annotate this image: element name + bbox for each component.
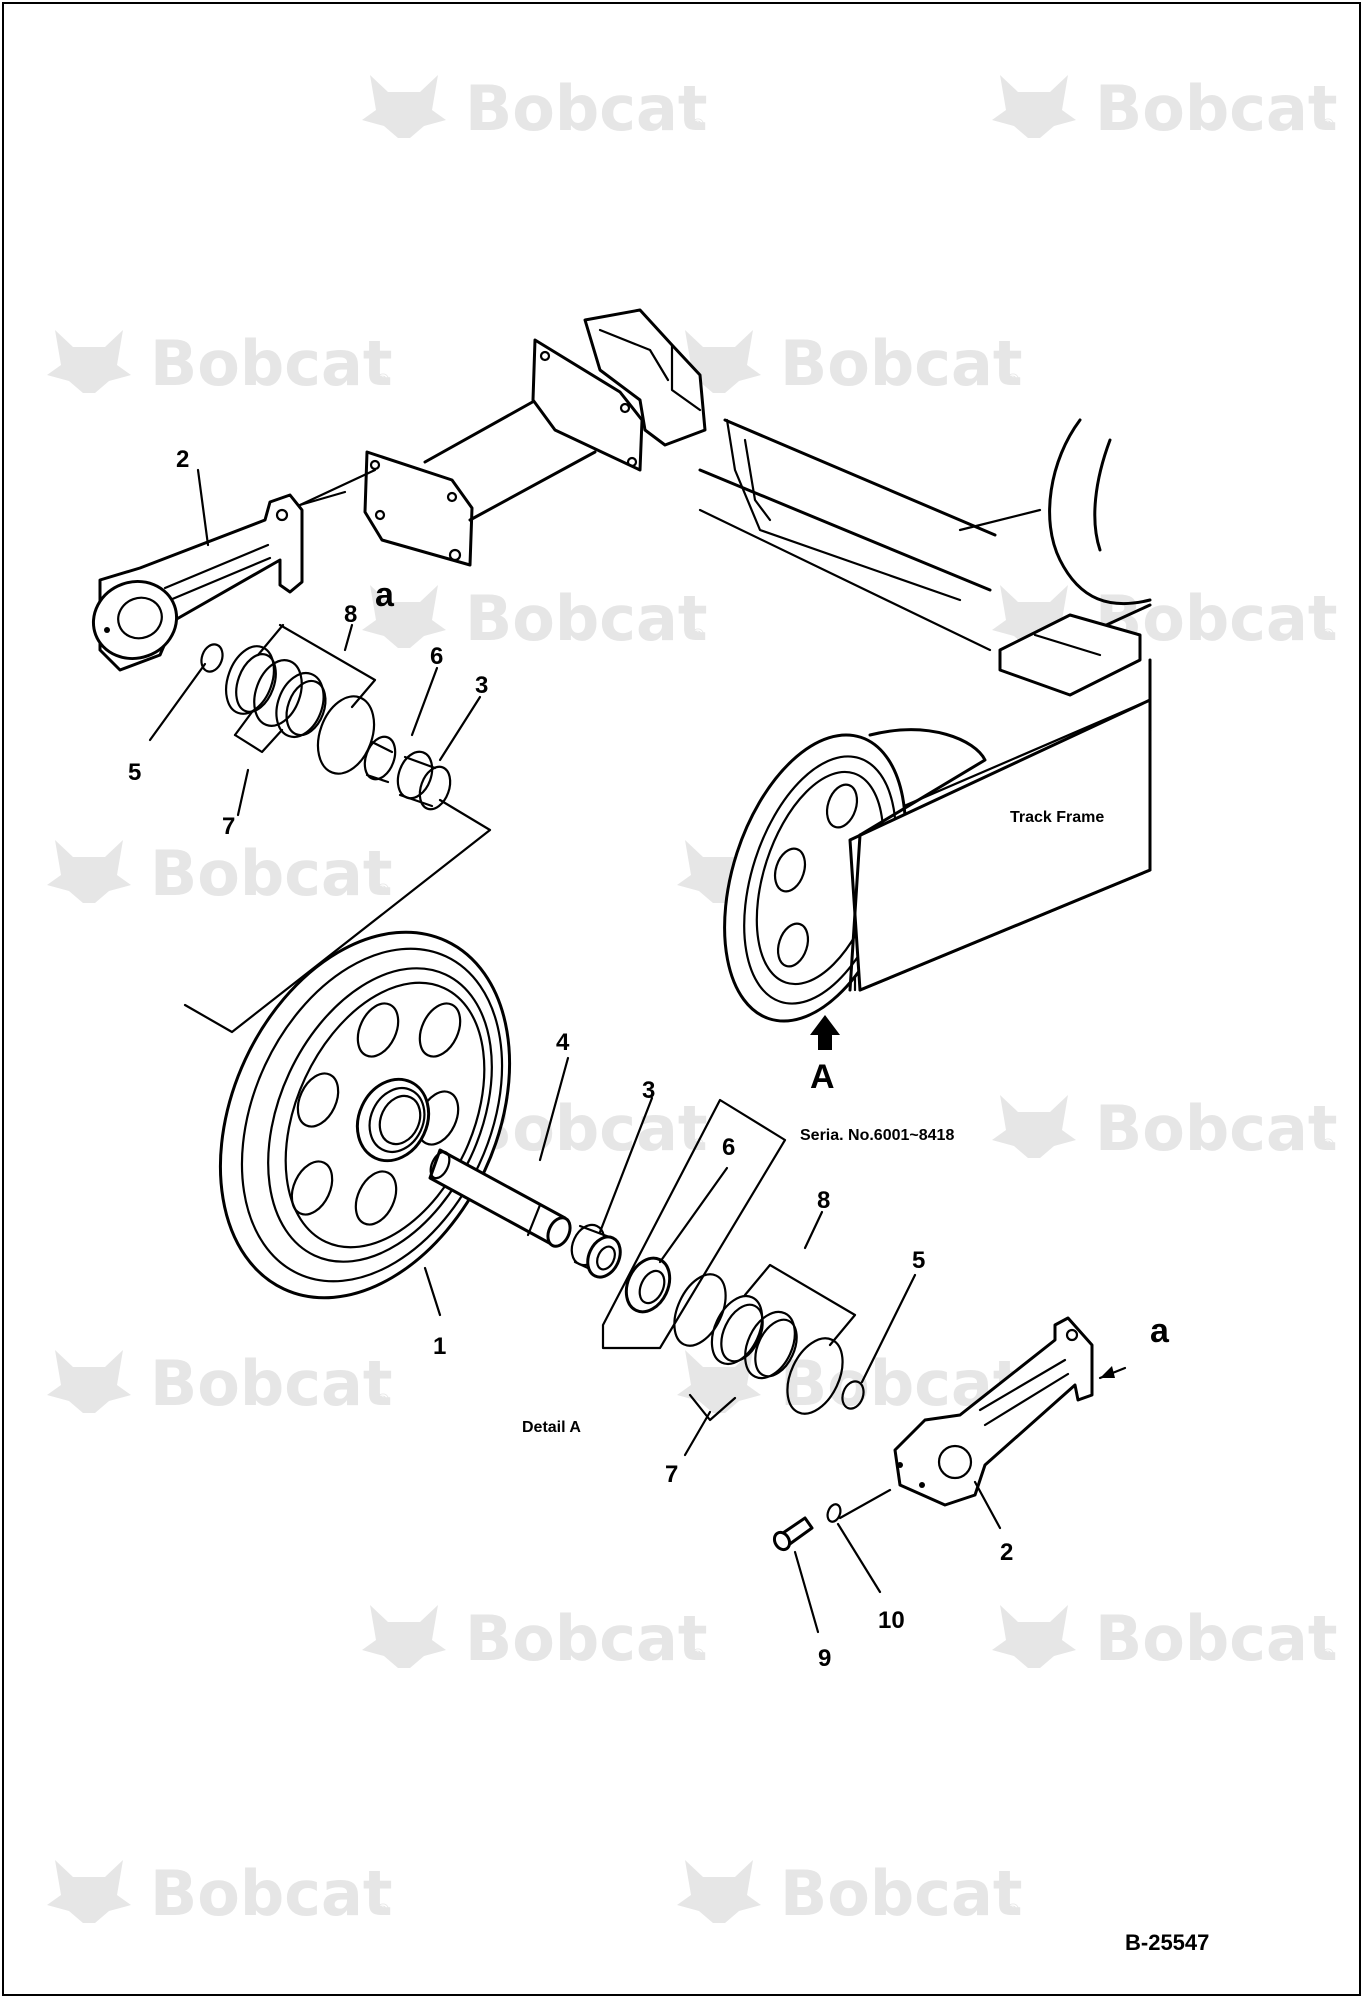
callout-detail-6: 6 xyxy=(722,1134,735,1161)
recoil-cylinder-drawing xyxy=(298,308,707,567)
callout-detail-5: 5 xyxy=(912,1247,925,1274)
track-frame-drawing xyxy=(698,418,1152,1023)
callout-detail-arrow-a: a xyxy=(1150,1312,1170,1350)
top-yoke-drawing xyxy=(91,490,492,1034)
bobcat-logo-icon xyxy=(47,840,131,903)
callout-detail-10: 10 xyxy=(878,1607,905,1634)
callout-top-3: 3 xyxy=(475,672,488,699)
callout-detail-7: 7 xyxy=(665,1461,678,1488)
bobcat-watermark-text: Bobcat xyxy=(780,1857,1022,1930)
detail-a-note: Detail A xyxy=(522,1419,581,1436)
bobcat-watermark-reg: ® xyxy=(375,1390,391,1409)
bobcat-logo-icon xyxy=(47,1860,131,1923)
bobcat-watermark-logo: Bobcat® xyxy=(992,1092,1337,1165)
bobcat-watermark-reg: ® xyxy=(1320,625,1336,644)
detail-a-drawing xyxy=(218,930,1127,1552)
callout-detail-9: 9 xyxy=(818,1645,831,1672)
callout-top-7: 7 xyxy=(222,813,235,840)
bobcat-watermark-text: Bobcat xyxy=(150,327,392,400)
bobcat-watermark-logo: Bobcat® xyxy=(677,327,1022,400)
bobcat-watermark-text: Bobcat xyxy=(780,327,1022,400)
callout-top-8: 8 xyxy=(344,601,357,628)
callout-detail-2: 2 xyxy=(1000,1539,1013,1566)
callout-detail-8: 8 xyxy=(817,1187,830,1214)
bobcat-watermark-logo: Bobcat® xyxy=(677,1857,1022,1930)
callout-detail-4: 4 xyxy=(556,1029,570,1056)
bobcat-watermark-reg: ® xyxy=(1320,1135,1336,1154)
callout-top-2: 2 xyxy=(176,446,189,473)
bobcat-watermark-logo: Bobcat® xyxy=(47,1347,392,1420)
bobcat-watermark-text: Bobcat xyxy=(150,1857,392,1930)
bobcat-logo-icon xyxy=(47,1350,131,1413)
view-arrow-label: A xyxy=(810,1058,835,1096)
bobcat-watermark-reg: ® xyxy=(690,1645,706,1664)
bobcat-logo-icon xyxy=(362,1605,446,1668)
track-frame-note: Track Frame xyxy=(1010,809,1104,826)
bobcat-watermark-reg: ® xyxy=(1005,370,1021,389)
bobcat-watermark-logo: Bobcat® xyxy=(362,582,707,655)
bobcat-logo-icon xyxy=(362,585,446,648)
document-id: B-25547 xyxy=(1125,1930,1209,1955)
bobcat-watermark-text: Bobcat xyxy=(1095,72,1337,145)
bobcat-watermark-reg: ® xyxy=(375,880,391,899)
callout-labels: 2 8 6 3 5 7 a 4 3 6 8 5 1 7 2 10 9 a A xyxy=(128,446,1170,1672)
bobcat-watermark-reg: ® xyxy=(690,625,706,644)
callout-detail-3: 3 xyxy=(642,1077,655,1104)
bobcat-watermark-reg: ® xyxy=(690,115,706,134)
bobcat-watermark-logo: Bobcat® xyxy=(362,1602,707,1675)
bobcat-watermark-logo: Bobcat® xyxy=(47,837,392,910)
bobcat-logo-icon xyxy=(677,1860,761,1923)
callout-top-5: 5 xyxy=(128,759,141,786)
callout-detail-1: 1 xyxy=(433,1333,446,1360)
bobcat-watermark-logo: Bobcat® xyxy=(992,1602,1337,1675)
bobcat-logo-icon xyxy=(47,330,131,393)
bobcat-watermark-logo: Bobcat® xyxy=(362,72,707,145)
bobcat-logo-icon xyxy=(992,1095,1076,1158)
bobcat-watermark-reg: ® xyxy=(1005,1900,1021,1919)
bobcat-watermark-text: Bobcat xyxy=(1095,1602,1337,1675)
bobcat-logo-icon xyxy=(992,75,1076,138)
bobcat-watermark-logo: Bobcat® xyxy=(47,1857,392,1930)
callout-top-6: 6 xyxy=(430,643,443,670)
watermark-layer: Bobcat®Bobcat®Bobcat®Bobcat®Bobcat®Bobca… xyxy=(47,72,1337,1930)
view-arrow-a xyxy=(810,1015,840,1050)
serial-range-note: Seria. No.6001~8418 xyxy=(800,1127,954,1144)
leader-lines xyxy=(148,468,1002,1634)
bobcat-watermark-reg: ® xyxy=(375,1900,391,1919)
bobcat-logo-icon xyxy=(677,1350,761,1413)
bobcat-watermark-reg: ® xyxy=(1320,115,1336,134)
bobcat-watermark-logo: Bobcat® xyxy=(47,327,392,400)
bobcat-watermark-text: Bobcat xyxy=(465,1602,707,1675)
bobcat-watermark-reg: ® xyxy=(1320,1645,1336,1664)
bobcat-watermark-logo: Bobcat® xyxy=(992,72,1337,145)
bobcat-watermark-text: Bobcat xyxy=(150,1347,392,1420)
bobcat-logo-icon xyxy=(362,75,446,138)
bobcat-watermark-reg: ® xyxy=(375,370,391,389)
bobcat-watermark-text: Bobcat xyxy=(465,582,707,655)
bobcat-watermark-text: Bobcat xyxy=(465,72,707,145)
notes: Track Frame Seria. No.6001~8418 Detail A xyxy=(522,809,1104,1436)
callout-top-arrow-a: a xyxy=(375,576,395,614)
bobcat-watermark-text: Bobcat xyxy=(150,837,392,910)
bobcat-logo-icon xyxy=(992,1605,1076,1668)
bobcat-watermark-text: Bobcat xyxy=(1095,1092,1337,1165)
